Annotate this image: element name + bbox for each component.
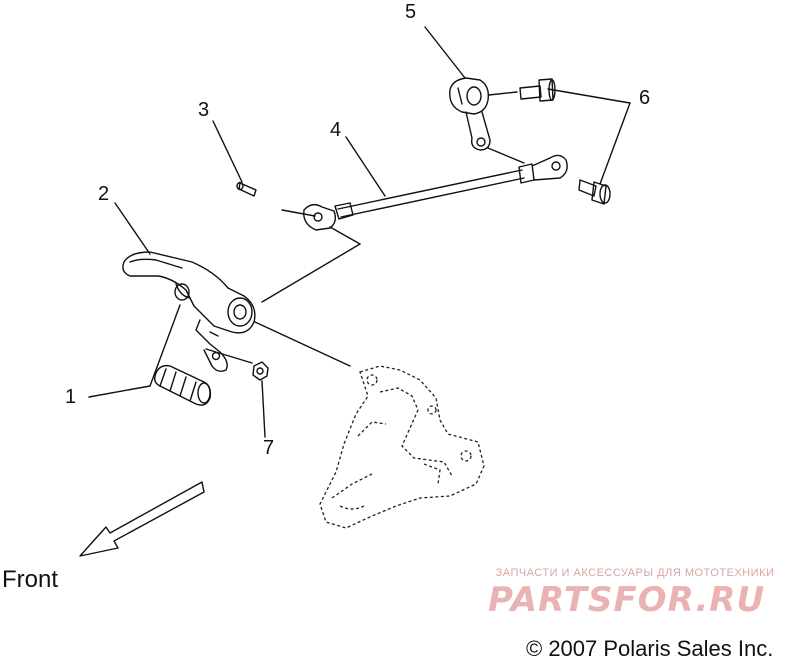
nut-part-7 (252, 361, 269, 381)
callout-2: 2 (98, 183, 110, 205)
callout-7: 7 (263, 437, 275, 459)
watermark-tagline: ЗАПЧАСТИ И АКСЕССУАРЫ ДЛЯ МОТОТЕХНИКИ (495, 567, 775, 579)
shift-arm-part-5 (449, 77, 491, 151)
shift-rod-part-4 (303, 154, 568, 231)
frame-bracket-outline (319, 365, 485, 529)
pin-part-3 (236, 181, 257, 197)
callout-1: 1 (65, 386, 77, 408)
bolt-part-6-upper (519, 78, 556, 102)
callout-6: 6 (639, 87, 651, 109)
callout-3: 3 (198, 99, 210, 121)
shift-lever-part-2 (122, 251, 256, 373)
footpeg-rubber-part-1 (153, 364, 212, 406)
leader-lines (88, 26, 631, 438)
front-label: Front (2, 566, 59, 593)
callout-4: 4 (330, 119, 342, 141)
bolt-part-6-lower (578, 179, 611, 205)
front-direction-arrow (79, 481, 205, 557)
callout-5: 5 (405, 1, 417, 23)
watermark-logo: PARTSFOR.RU (488, 580, 766, 620)
copyright-text: © 2007 Polaris Sales Inc. (526, 636, 774, 661)
